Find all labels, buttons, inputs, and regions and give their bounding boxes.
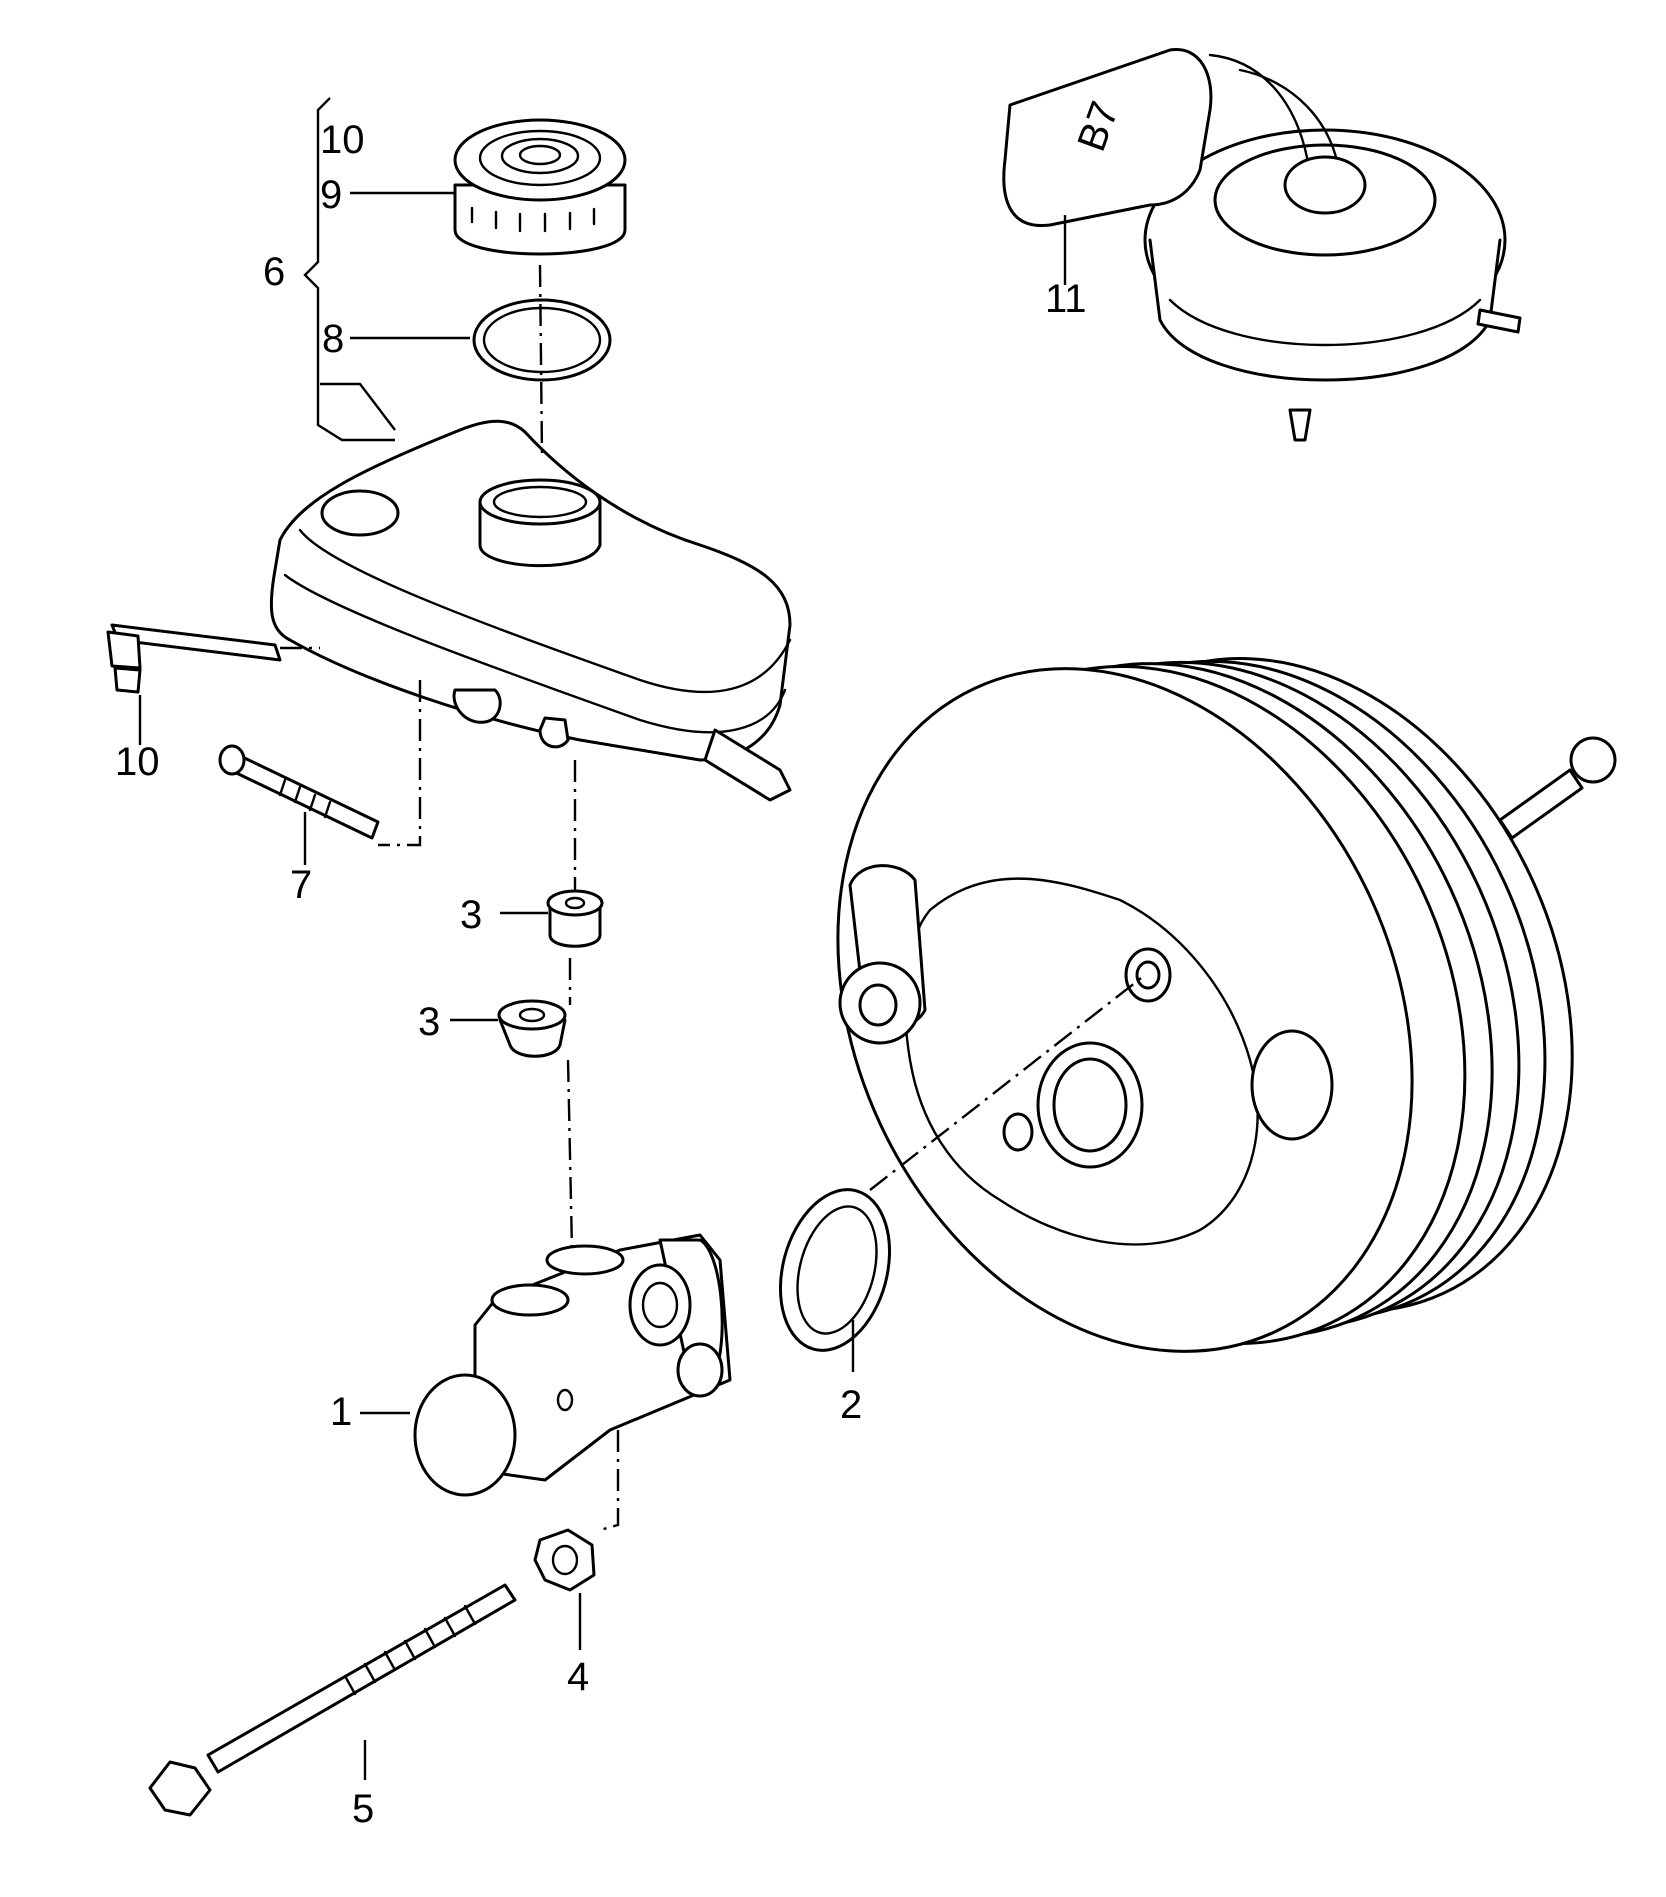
callout-label: 6 <box>263 250 285 294</box>
callout-label: 11 <box>1045 277 1087 321</box>
callout-label: 7 <box>290 863 312 907</box>
assembly-center-lines <box>280 264 1146 1532</box>
callout-label: 10 <box>320 118 365 162</box>
callout-label: 8 <box>322 317 344 361</box>
brake-master-cylinder <box>413 1233 732 1497</box>
callout-label: 1 <box>330 1390 352 1434</box>
reservoir-cap <box>453 118 627 256</box>
callout-labels: 1 2 3 3 4 5 6 7 8 9 10 10 11 <box>115 118 1087 1831</box>
assembly-bracket <box>303 97 395 442</box>
warning-contact-connector <box>106 623 282 694</box>
callout-leader-lines <box>138 191 1067 1780</box>
callout-label: 2 <box>840 1383 862 1427</box>
sealing-grommet-upper <box>546 889 604 948</box>
brake-fluid-reservoir <box>269 419 792 802</box>
callout-label: 3 <box>460 893 482 937</box>
hex-nut <box>533 1528 596 1592</box>
master-cylinder-gasket <box>778 1188 892 1352</box>
callout-label: 9 <box>320 173 342 217</box>
sealing-grommet-lower <box>497 999 567 1058</box>
brake-booster-sensor: B7 <box>1002 48 1522 442</box>
callout-label: 4 <box>567 1655 589 1699</box>
callout-label: 5 <box>352 1787 374 1831</box>
callout-label: 10 <box>115 740 160 784</box>
mounting-bolt <box>148 1583 517 1817</box>
retaining-pin <box>218 744 380 840</box>
brake-booster <box>836 657 1617 1353</box>
callout-label: 3 <box>418 1000 440 1044</box>
reservoir-seal <box>472 298 612 382</box>
